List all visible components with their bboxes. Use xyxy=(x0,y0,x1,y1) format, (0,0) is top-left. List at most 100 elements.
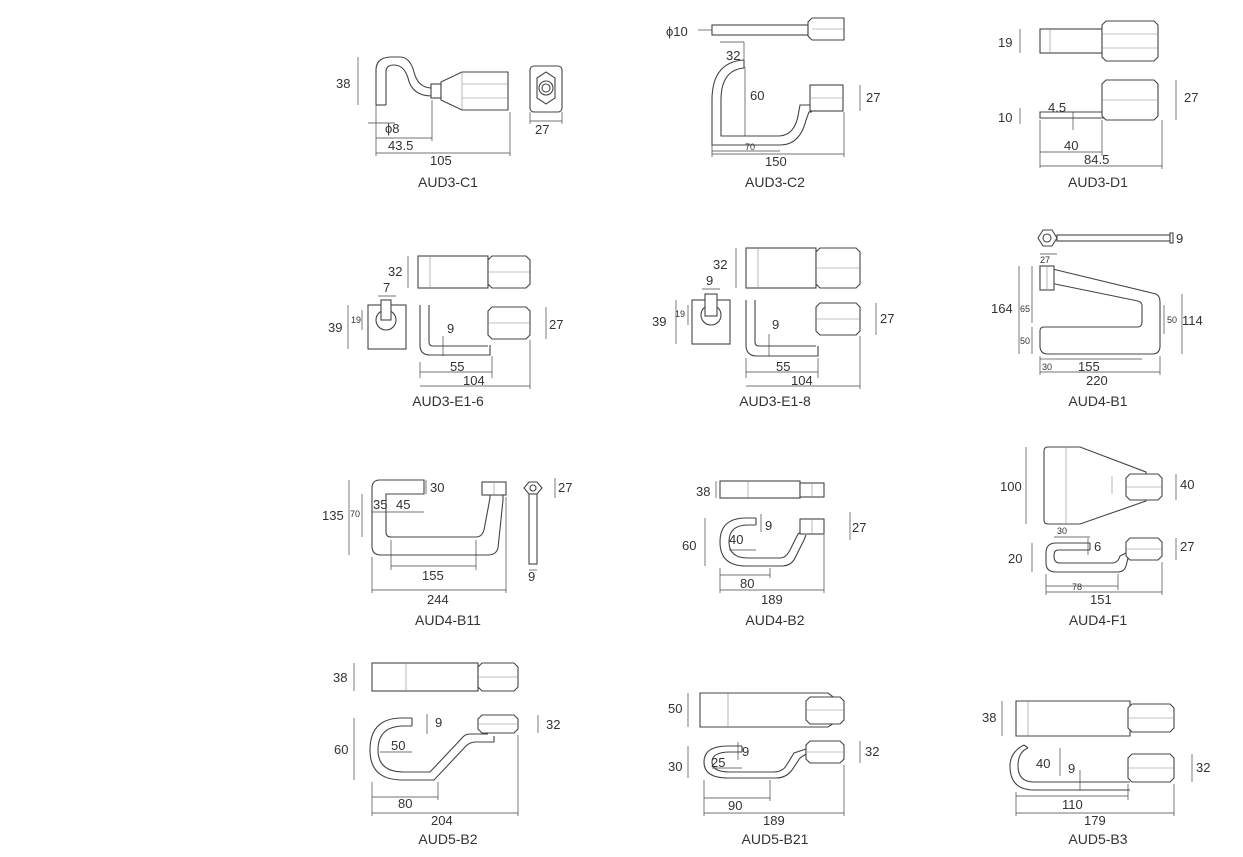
aud5-b3-dim-nut: 32 xyxy=(1196,760,1210,775)
aud3-e1-8-dim-length: 104 xyxy=(791,373,813,388)
aud4-f1-dim-length: 151 xyxy=(1090,592,1112,607)
aud3-c2-dim-hook-height: 60 xyxy=(750,88,764,103)
aud4-b2-dim-rod: 9 xyxy=(765,518,772,533)
aud4-b2-dim-height: 38 xyxy=(696,484,710,499)
aud3-e1-6-dim-arm: 55 xyxy=(450,359,464,374)
part-aud3-c2: ϕ10 32 60 27 70 150 AUD3-C2 xyxy=(666,17,880,190)
aud5-b21-dim-hook-h: 30 xyxy=(668,759,682,774)
aud4-b1-label: AUD4-B1 xyxy=(1068,393,1127,409)
aud5-b3-label: AUD5-B3 xyxy=(1068,831,1127,847)
aud5-b21-dim-bend: 90 xyxy=(728,798,742,813)
aud4-b1-dim-upper: 65 xyxy=(1020,304,1030,314)
aud5-b3-dim-length: 179 xyxy=(1084,813,1106,828)
aud3-e1-8-dim-nut: 27 xyxy=(880,311,894,326)
aud5-b2-dim-nut: 32 xyxy=(546,717,560,732)
aud3-e1-6-dim-rod: 9 xyxy=(447,321,454,336)
aud4-f1-dim-height: 100 xyxy=(1000,479,1022,494)
part-aud4-b2: 38 9 27 60 40 80 189 AUD4-B2 xyxy=(682,480,866,628)
aud5-b21-dim-length: 189 xyxy=(763,813,785,828)
aud4-f1-label: AUD4-F1 xyxy=(1069,612,1128,628)
aud5-b2-dim-height: 38 xyxy=(333,670,347,685)
aud4-f1-dim-nut: 40 xyxy=(1180,477,1194,492)
part-aud5-b3: 38 40 9 32 110 179 AUD5-B3 xyxy=(982,700,1210,847)
aud3-e1-8-dim-block: 39 xyxy=(652,314,666,329)
aud4-b2-dim-hook-w: 40 xyxy=(729,532,743,547)
aud5-b3-dim-arm: 110 xyxy=(1062,797,1083,812)
part-aud5-b2: 38 9 32 60 50 80 204 AUD5-B2 xyxy=(333,662,560,847)
aud4-b1-dim-rod: 9 xyxy=(1176,231,1183,246)
part-aud3-e1-6: 32 7 39 19 9 27 55 104 AUD3-E1-6 xyxy=(328,255,563,409)
aud5-b2-label: AUD5-B2 xyxy=(418,831,477,847)
aud3-e1-6-dim-slot: 7 xyxy=(383,280,390,295)
aud3-e1-6-dim-height: 32 xyxy=(388,264,402,279)
aud3-d1-dim-nut: 27 xyxy=(1184,90,1198,105)
aud4-b1-dim-nut: 27 xyxy=(1040,255,1050,265)
aud5-b3-dim-height: 38 xyxy=(982,710,996,725)
aud3-e1-6-dim-nut: 27 xyxy=(549,317,563,332)
aud4-b1-dim-opening: 155 xyxy=(1078,359,1100,374)
part-aud4-b1: 9 27 164 65 50 50 114 30 155 220 AUD4-B1 xyxy=(991,229,1203,409)
aud3-d1-label: AUD3-D1 xyxy=(1068,174,1128,190)
aud3-c2-dim-length: 150 xyxy=(765,154,787,169)
aud4-b1-dim-lip: 30 xyxy=(1042,362,1052,372)
aud3-e1-8-dim-arm: 55 xyxy=(776,359,790,374)
aud3-e1-6-dim-length: 104 xyxy=(463,373,485,388)
aud3-e1-8-dim-slot: 9 xyxy=(706,273,713,288)
aud4-b1-dim-height: 164 xyxy=(991,301,1013,316)
part-aud3-c1: 38 ϕ8 43.5 105 27 AUD3-C1 xyxy=(336,56,563,190)
aud4-b11-dim-nut: 27 xyxy=(558,480,572,495)
aud3-e1-8-dim-rod: 9 xyxy=(772,317,779,332)
aud4-b2-dim-hook-h: 60 xyxy=(682,538,696,553)
aud3-c1-dim-rod-dia: ϕ8 xyxy=(385,121,400,136)
part-aud3-d1: 19 27 10 4.5 40 84.5 AUD3-D1 xyxy=(998,20,1198,190)
aud4-b1-dim-length: 220 xyxy=(1086,373,1108,388)
aud3-c2-dim-hook-width: 32 xyxy=(726,48,740,63)
aud3-c1-label: AUD3-C1 xyxy=(418,174,478,190)
aud4-b2-label: AUD4-B2 xyxy=(745,612,804,628)
aud4-f1-dim-hook-w: 30 xyxy=(1057,526,1067,536)
aud5-b21-dim-rod: 9 xyxy=(742,744,749,759)
aud4-b11-dim-bottom: 155 xyxy=(422,568,444,583)
part-aud5-b21: 50 9 32 30 25 90 189 AUD5-B21 xyxy=(668,692,879,847)
aud5-b2-dim-bend: 80 xyxy=(398,796,412,811)
aud5-b21-dim-height: 50 xyxy=(668,701,682,716)
aud3-c2-label: AUD3-C2 xyxy=(745,174,805,190)
aud4-b1-dim-lower: 50 xyxy=(1020,336,1030,346)
aud4-b1-dim-inner: 50 xyxy=(1167,315,1177,325)
aud3-c2-dim-nut: 27 xyxy=(866,90,880,105)
aud4-b11-dim-rod: 9 xyxy=(528,569,535,584)
aud5-b3-dim-hook: 40 xyxy=(1036,756,1050,771)
aud4-b2-dim-length: 189 xyxy=(761,592,783,607)
aud4-b2-dim-bend: 80 xyxy=(740,576,754,591)
aud3-c1-dim-width: 27 xyxy=(535,122,549,137)
aud5-b2-dim-length: 204 xyxy=(431,813,453,828)
aud3-d1-dim-length: 84.5 xyxy=(1084,152,1109,167)
aud3-e1-8-dim-inner: 19 xyxy=(675,309,685,319)
aud3-c2-dim-bend: 70 xyxy=(745,142,755,152)
aud5-b2-dim-hook-w: 50 xyxy=(391,738,405,753)
aud3-d1-dim-height: 19 xyxy=(998,35,1012,50)
aud4-f1-dim-arm: 78 xyxy=(1072,582,1082,592)
aud3-e1-8-dim-height: 32 xyxy=(713,257,727,272)
aud3-e1-6-dim-block: 39 xyxy=(328,320,342,335)
aud3-c2-dim-rod-dia: ϕ10 xyxy=(666,24,688,39)
aud4-f1-dim-hook-h: 20 xyxy=(1008,551,1022,566)
aud4-f1-dim-rod: 6 xyxy=(1094,539,1101,554)
aud4-b11-dim-length: 244 xyxy=(427,592,449,607)
aud3-c1-dim-height: 38 xyxy=(336,76,350,91)
aud3-d1-dim-arm: 40 xyxy=(1064,138,1078,153)
part-aud4-f1: 100 40 30 6 27 20 78 151 AUD4-F1 xyxy=(1000,446,1194,628)
aud5-b21-dim-nut: 32 xyxy=(865,744,879,759)
aud4-f1-dim-lower-nut: 27 xyxy=(1180,539,1194,554)
aud3-e1-8-label: AUD3-E1-8 xyxy=(739,393,811,409)
aud5-b3-dim-rod: 9 xyxy=(1068,761,1075,776)
aud5-b2-dim-rod: 9 xyxy=(435,715,442,730)
aud4-b11-dim-inner-a: 35 xyxy=(373,497,387,512)
aud3-e1-6-label: AUD3-E1-6 xyxy=(412,393,484,409)
aud3-c1-dim-shank: 43.5 xyxy=(388,138,413,153)
aud4-b11-dim-inner-b: 45 xyxy=(396,497,410,512)
aud4-b11-dim-inner-h: 70 xyxy=(350,509,360,519)
aud4-b11-dim-height: 135 xyxy=(322,508,344,523)
aud4-b1-dim-side: 114 xyxy=(1182,313,1203,328)
